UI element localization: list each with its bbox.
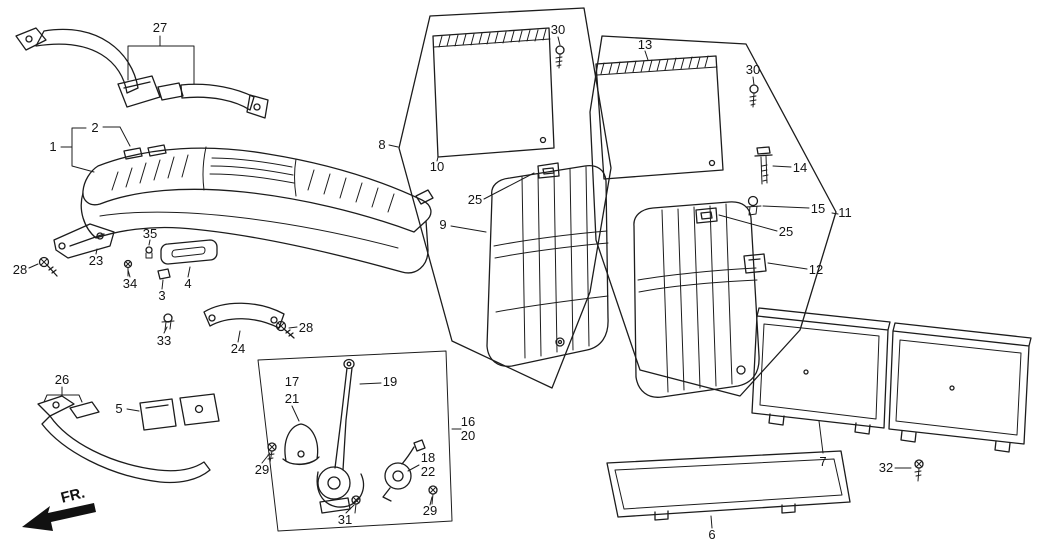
rear-shelf-panels-art xyxy=(751,307,1032,453)
part-callout-12: 12 xyxy=(809,262,823,277)
part-callout-27: 27 xyxy=(153,20,167,35)
part-callout-10: 10 xyxy=(430,159,444,174)
part-callout-19: 19 xyxy=(383,374,397,389)
part-callout-13: 13 xyxy=(638,37,652,52)
seatback-right-art xyxy=(633,201,767,398)
part-callout-30-right: 30 xyxy=(746,62,760,77)
part-callout-32: 32 xyxy=(879,460,893,475)
part-callout-14: 14 xyxy=(793,160,807,175)
part-callout-8: 8 xyxy=(378,137,385,152)
part-callout-20: 20 xyxy=(461,428,475,443)
part-callout-26: 26 xyxy=(55,372,69,387)
right-panel-group-outline-art xyxy=(589,35,837,397)
part-callout-28-left: 28 xyxy=(13,262,27,277)
seatback-board-right-art xyxy=(595,55,724,180)
part-callout-11: 11 xyxy=(838,205,852,220)
seatback-board-left-art xyxy=(432,27,555,158)
part-callout-21: 21 xyxy=(285,391,299,406)
part-callout-5: 5 xyxy=(115,401,122,416)
part-callout-16: 16 xyxy=(461,414,475,429)
part-callout-30-left: 30 xyxy=(551,22,565,37)
part-callout-25-right: 25 xyxy=(779,224,793,239)
floor-board-art xyxy=(606,450,851,521)
retractor-assembly-art xyxy=(257,350,453,532)
screw-30-left-art xyxy=(555,45,565,69)
fr-direction-arrow xyxy=(22,503,96,531)
part-callout-22: 22 xyxy=(421,464,435,479)
bolt-14-art xyxy=(754,146,773,185)
fr-direction-label: FR. xyxy=(59,484,87,506)
part-callout-29-right: 29 xyxy=(423,503,437,518)
part-callout-1: 1 xyxy=(49,139,56,154)
lower-seat-belt-art xyxy=(37,393,220,484)
part-callout-4: 4 xyxy=(184,276,191,291)
part-callout-23: 23 xyxy=(89,253,103,268)
part-callout-15: 15 xyxy=(811,201,825,216)
part-callout-28-right: 28 xyxy=(299,320,313,335)
seat-cushion-art xyxy=(80,144,434,274)
seatback-left-art xyxy=(486,162,609,367)
screw-32-art xyxy=(914,459,924,482)
part-callout-24: 24 xyxy=(231,341,245,356)
part-callout-6: 6 xyxy=(708,527,715,542)
part-callout-2: 2 xyxy=(91,120,98,135)
callout-labels: 27 30 13 30 2 1 8 10 14 15 11 25 9 25 12… xyxy=(13,20,893,542)
part-callout-9: 9 xyxy=(439,217,446,232)
part-callout-3: 3 xyxy=(158,288,165,303)
cushion-hardware-art xyxy=(38,223,295,339)
screw-30-right-art xyxy=(749,84,759,108)
clip-15-art xyxy=(745,195,762,216)
part-callout-33: 33 xyxy=(157,333,171,348)
part-callout-29-left: 29 xyxy=(255,462,269,477)
part-callout-35: 35 xyxy=(143,226,157,241)
upper-seat-belt-art xyxy=(15,27,269,119)
part-callout-34: 34 xyxy=(123,276,137,291)
part-callout-7: 7 xyxy=(819,454,826,469)
part-callout-18: 18 xyxy=(421,450,435,465)
part-callout-17: 17 xyxy=(285,374,299,389)
left-panel-group-outline-art xyxy=(398,7,612,389)
part-callout-31: 31 xyxy=(338,512,352,527)
part-callout-25-left: 25 xyxy=(468,192,482,207)
